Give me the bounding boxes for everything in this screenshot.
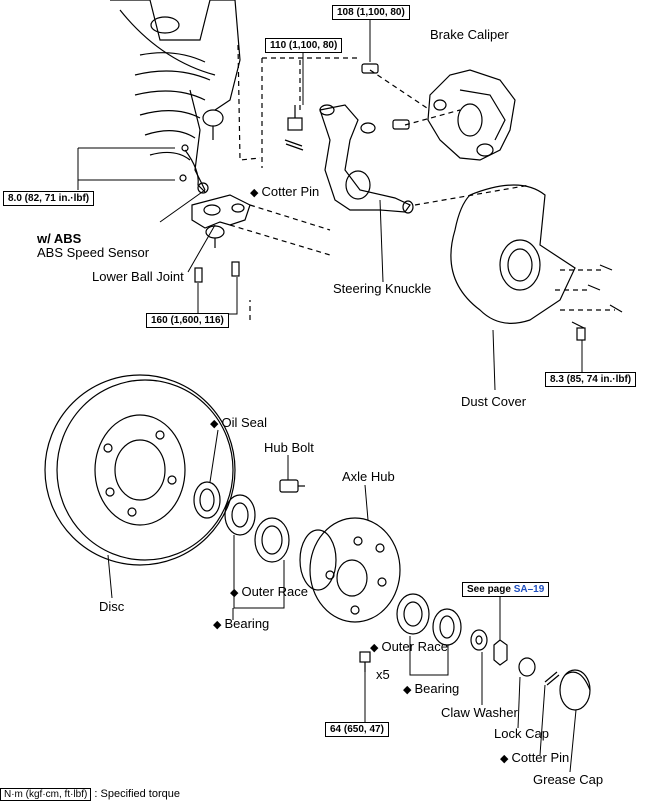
torque-sensor-bolt: 8.0 (82, 71 in.·lbf) xyxy=(3,191,95,206)
bearing-left-drawing xyxy=(224,494,256,536)
disc-drawing xyxy=(44,374,236,566)
label-lower-ball-joint: Lower Ball Joint xyxy=(92,269,184,284)
non-reusable-icon: ◆ xyxy=(500,753,509,765)
leader-lines xyxy=(77,20,583,773)
label-bearing-right-text: Bearing xyxy=(414,681,460,696)
oil-seal-drawing xyxy=(193,481,221,519)
legend-unit: N·m (kgf·cm, ft·lbf) xyxy=(0,788,92,801)
lower-ball-joint-drawing xyxy=(191,194,251,283)
label-grease-cap: Grease Cap xyxy=(533,772,604,787)
torque-ball-joint-bolt: 160 (1,600, 116) xyxy=(146,313,229,328)
label-bearing-right: ◆Bearing xyxy=(403,681,459,698)
torque-dust-cover-bolt: 8.3 (85, 74 in.·lbf) xyxy=(545,372,637,387)
legend-meaning: : Specified torque xyxy=(94,788,181,800)
see-page-prefix: See page xyxy=(467,584,514,595)
label-hub-bolt: Hub Bolt xyxy=(264,440,314,455)
caliper-bolts-drawing xyxy=(361,63,410,130)
bearing-right-drawing xyxy=(432,608,462,646)
claw-washer-drawing xyxy=(470,629,488,651)
non-reusable-icon: ◆ xyxy=(250,187,259,199)
dust-cover-drawing xyxy=(450,184,623,341)
label-disc: Disc xyxy=(99,599,125,614)
strut-spring-drawing xyxy=(110,0,241,191)
label-w-abs: w/ ABS xyxy=(37,231,82,246)
abs-sensor-drawing xyxy=(179,144,209,194)
label-dust-cover: Dust Cover xyxy=(461,394,527,409)
torque-knuckle-bolt: 110 (1,100, 80) xyxy=(265,38,343,53)
label-outer-race-left-text: Outer Race xyxy=(241,584,308,599)
non-reusable-icon: ◆ xyxy=(213,619,222,631)
torque-hub-bolt: 64 (650, 47) xyxy=(325,722,389,737)
label-cotter-pin-bottom-text: Cotter Pin xyxy=(511,750,570,765)
label-lock-cap: Lock Cap xyxy=(494,726,549,741)
torque-caliper-bolt: 108 (1,100, 80) xyxy=(332,5,410,20)
label-bearing-left: ◆Bearing xyxy=(213,616,269,633)
label-outer-race-right: ◆Outer Race xyxy=(370,639,448,656)
axle-hub-drawing xyxy=(299,517,401,623)
label-axle-hub: Axle Hub xyxy=(342,469,395,484)
steering-knuckle-drawing xyxy=(319,104,414,214)
label-oil-seal: ◆Oil Seal xyxy=(210,415,267,432)
assembly-lines xyxy=(229,44,615,320)
label-cotter-pin-top-text: Cotter Pin xyxy=(261,184,320,199)
lock-cap-drawing xyxy=(518,657,536,677)
grease-cap-drawing xyxy=(559,669,591,711)
label-outer-race-left: ◆Outer Race xyxy=(230,584,308,601)
non-reusable-icon: ◆ xyxy=(210,418,219,430)
label-cotter-pin-bottom: ◆Cotter Pin xyxy=(500,750,569,767)
label-steering-knuckle: Steering Knuckle xyxy=(333,281,432,296)
brake-caliper-drawing xyxy=(427,69,516,161)
label-x5: x5 xyxy=(376,667,390,682)
label-cotter-pin-top: ◆Cotter Pin xyxy=(250,184,319,201)
cotter-pin-bottom-drawing xyxy=(544,671,560,686)
see-page-link[interactable]: SA–19 xyxy=(513,584,545,595)
cotter-pin-top-drawing xyxy=(284,139,304,151)
non-reusable-icon: ◆ xyxy=(230,587,239,599)
label-oil-seal-text: Oil Seal xyxy=(221,415,267,430)
label-outer-race-right-text: Outer Race xyxy=(381,639,448,654)
hub-nut-drawing xyxy=(359,651,371,672)
non-reusable-icon: ◆ xyxy=(403,684,412,696)
non-reusable-icon: ◆ xyxy=(370,642,379,654)
knuckle-bolt-drawing xyxy=(287,105,303,131)
nut-drawing xyxy=(493,639,508,666)
label-brake-caliper: Brake Caliper xyxy=(430,27,509,42)
hub-bolt-drawing xyxy=(279,479,305,493)
see-page-box: See page SA–19 xyxy=(462,582,550,597)
label-abs-speed-sensor: ABS Speed Sensor xyxy=(37,245,150,260)
label-claw-washer: Claw Washer xyxy=(441,705,518,720)
outer-race-left-drawing xyxy=(254,517,290,563)
torque-legend: N·m (kgf·cm, ft·lbf) : Specified torque xyxy=(0,788,181,801)
label-bearing-left-text: Bearing xyxy=(224,616,270,631)
outer-race-right-drawing xyxy=(396,593,430,635)
